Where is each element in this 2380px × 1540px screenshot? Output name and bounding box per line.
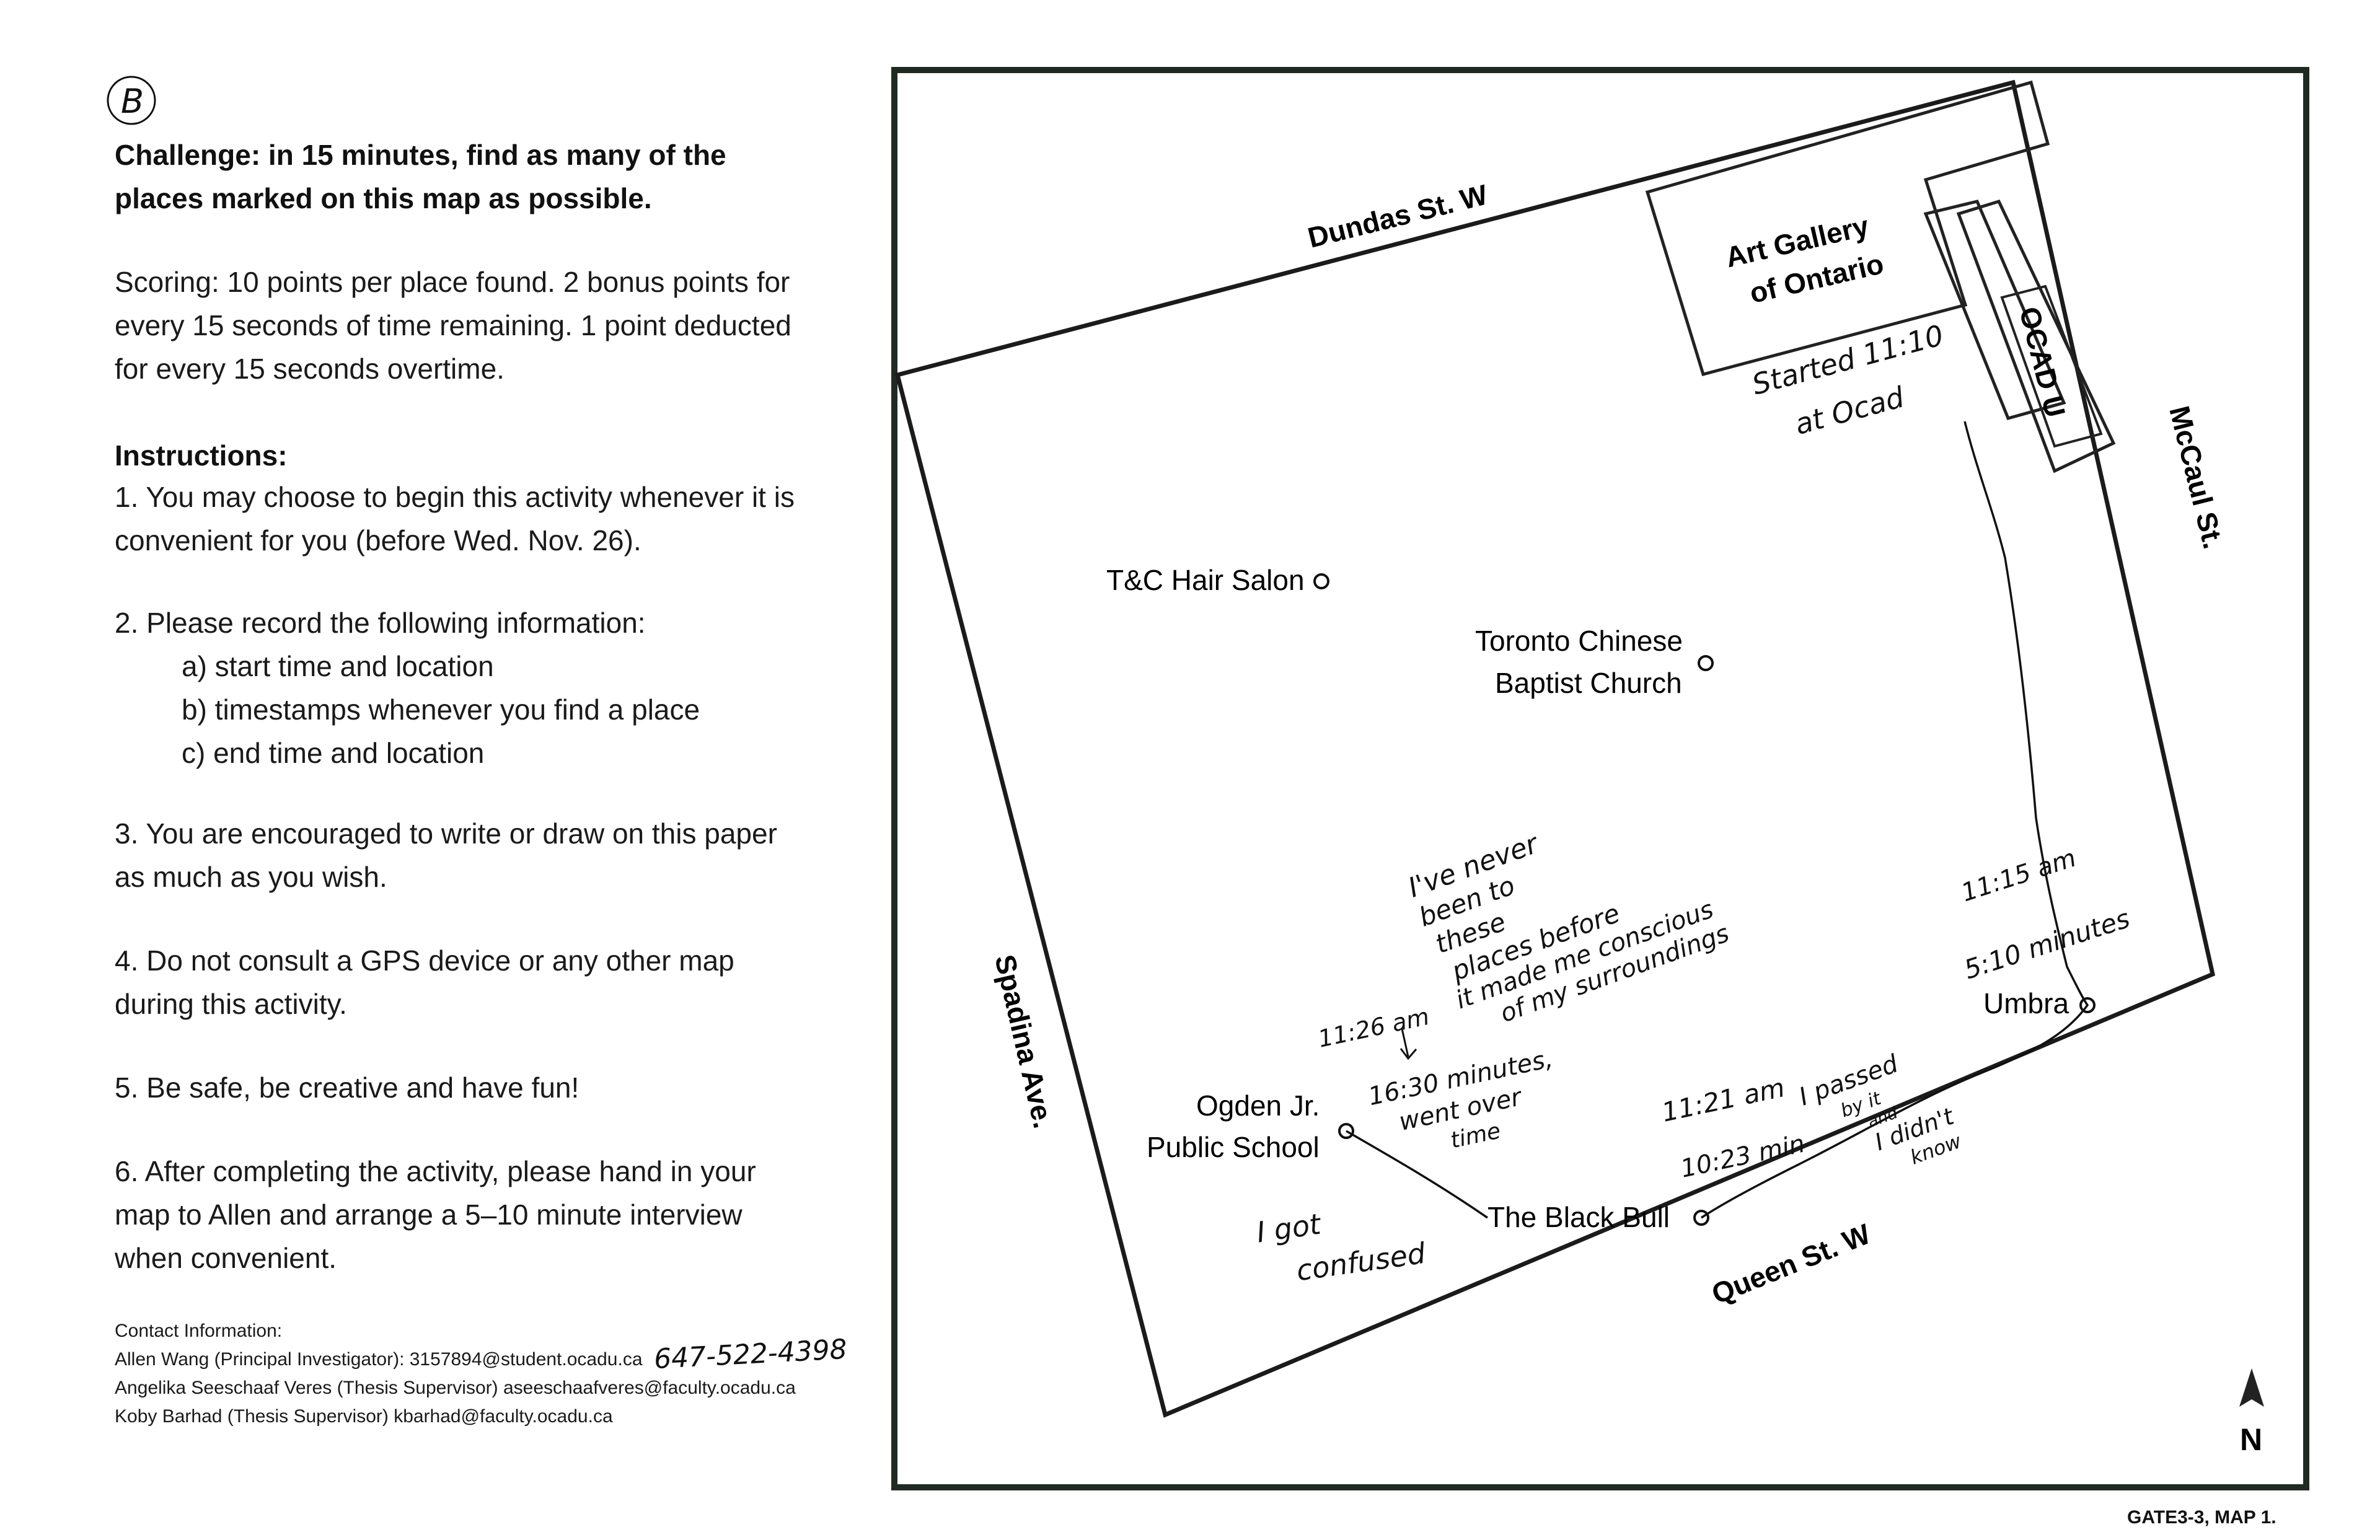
note-never-line-4: places before	[1447, 898, 1624, 987]
note-overtime-line-2: went over	[1396, 1083, 1525, 1137]
note-started-line-2: at Ocad	[1791, 380, 1908, 441]
instruction-1-line-2: convenient for you (before Wed. Nov. 26)…	[115, 524, 641, 557]
contact-heading: Contact Information:	[115, 1321, 283, 1341]
marker-tcbc	[1698, 655, 1714, 671]
note-510: 5:10 minutes	[1960, 903, 2133, 985]
note-never-line-6: of my surroundings	[1497, 919, 1733, 1028]
note-never-line-2: been to	[1415, 870, 1519, 933]
ocad-label: OCAD U	[2013, 304, 2071, 421]
ocad-label-box	[2000, 284, 2103, 448]
scoring-line-3: for every 15 seconds overtime.	[115, 353, 505, 385]
note-started-line-1: Started 11:10	[1748, 318, 1947, 401]
street-dundas: Dundas St. W	[1305, 178, 1491, 253]
instruction-2-a: a) start time and location	[182, 650, 494, 682]
note-started: Started 11:10 at Ocad	[1748, 318, 1947, 441]
label-black-bull: The Black Bull	[1488, 1201, 1670, 1233]
label-tc-hair: T&C Hair Salon	[1106, 564, 1305, 596]
instructions-heading: Instructions:	[115, 439, 288, 472]
contact-line-3: Koby Barhad (Thesis Supervisor) kbarhad@…	[115, 1406, 613, 1427]
map-frame	[891, 67, 2309, 1490]
marker-ogden	[1338, 1123, 1354, 1139]
top-left-handwritten-mark: B	[107, 76, 156, 125]
scoring-line-1: Scoring: 10 points per place found. 2 bo…	[115, 266, 790, 298]
instruction-item-2: 2. Please record the following informati…	[115, 601, 700, 775]
scoring-line-2: every 15 seconds of time remaining. 1 po…	[115, 309, 791, 341]
instruction-item-1: 1. You may choose to begin this activity…	[115, 475, 795, 562]
city-block-outline	[894, 79, 2216, 1418]
instruction-2-c: c) end time and location	[182, 737, 485, 769]
handwritten-route-to-ogden	[1346, 1130, 1488, 1219]
instruction-2-b: b) timestamps whenever you find a place	[182, 693, 700, 726]
marker-umbra	[2079, 997, 2096, 1013]
note-never-line-5: it made me conscious	[1452, 895, 1717, 1014]
label-ogden-line-2: Public School	[1147, 1131, 1320, 1163]
note-never-been: I've never been to these places before i…	[1404, 827, 1733, 1028]
note-passed-line-1: I passed	[1796, 1049, 1902, 1111]
marker-black-bull	[1693, 1210, 1709, 1226]
street-mccaul: McCaul St.	[2163, 403, 2229, 552]
note-overtime-line-3: time	[1448, 1118, 1503, 1153]
note-confused-line-2: confused	[1294, 1236, 1428, 1288]
note-passed-line-3: and	[1866, 1104, 1901, 1132]
ago-building	[1645, 80, 2050, 377]
ocad-inner-building	[1956, 199, 2116, 473]
label-ogden-line-1: Ogden Jr.	[1196, 1089, 1320, 1122]
instruction-4-line-1: 4. Do not consult a GPS device or any ot…	[115, 944, 734, 977]
label-tcbc-line-1: Toronto Chinese	[1475, 625, 1683, 657]
note-passed: I passed by it and I didn't know	[1796, 1049, 1965, 1169]
note-passed-line-2: by it	[1838, 1088, 1885, 1122]
instruction-2-line-1: 2. Please record the following informati…	[115, 607, 646, 639]
instruction-3-line-1: 3. You are encouraged to write or draw o…	[115, 817, 777, 850]
instruction-item-4: 4. Do not consult a GPS device or any ot…	[115, 939, 734, 1026]
note-passed-line-4: I didn't	[1871, 1102, 1959, 1156]
handwritten-arrow	[1399, 1028, 1417, 1060]
instruction-item-5: 5. Be safe, be creative and have fun!	[115, 1071, 580, 1104]
instruction-6-line-3: when convenient.	[115, 1242, 337, 1274]
challenge-line-2: places marked on this map as possible.	[115, 182, 652, 214]
instruction-4-line-2: during this activity.	[115, 988, 347, 1020]
ago-label-line-1: Art Gallery	[1722, 209, 1872, 274]
contact-line-2: Angelika Seeschaaf Veres (Thesis Supervi…	[115, 1378, 796, 1398]
street-spadina: Spadina Ave.	[989, 952, 1060, 1132]
note-overtime: 16:30 minutes, went over time	[1366, 1044, 1556, 1153]
instruction-3-line-2: as much as you wish.	[115, 861, 387, 893]
instruction-6-line-2: map to Allen and arrange a 5–10 minute i…	[115, 1199, 743, 1231]
note-1023: 10:23 min	[1678, 1129, 1808, 1183]
ocad-outer-building	[1923, 200, 2066, 421]
top-mark-letter: B	[121, 82, 144, 121]
document-code: GATE3-3, MAP 1.	[2127, 1507, 2276, 1528]
scoring-text: Scoring: 10 points per place found. 2 bo…	[115, 260, 791, 390]
label-umbra: Umbra	[1983, 987, 2069, 1019]
instruction-1-line-1: 1. You may choose to begin this activity…	[115, 481, 795, 513]
note-passed-line-5: know	[1907, 1129, 1965, 1169]
north-arrow-icon	[2239, 1368, 2264, 1407]
challenge-line-1: Challenge: in 15 minutes, find as many o…	[115, 139, 726, 171]
instruction-item-6: 6. After completing the activity, please…	[115, 1150, 756, 1280]
instruction-item-3: 3. You are encouraged to write or draw o…	[115, 812, 777, 899]
ago-label-line-2: of Ontario	[1747, 247, 1887, 309]
handwritten-route	[1701, 421, 2089, 1219]
ago-label: Art Gallery of Ontario	[1722, 209, 1887, 309]
challenge-heading: Challenge: in 15 minutes, find as many o…	[115, 133, 858, 220]
note-confused: I got confused	[1254, 1207, 1428, 1288]
street-queen: Queen St. W	[1707, 1217, 1875, 1310]
contact-information: Contact Information: Allen Wang (Princip…	[115, 1317, 796, 1431]
note-never-line-1: I've never	[1404, 827, 1543, 904]
label-tcbc-line-2: Baptist Church	[1495, 667, 1682, 699]
contact-line-1: Allen Wang (Principal Investigator): 315…	[115, 1349, 643, 1370]
instruction-6-line-1: 6. After completing the activity, please…	[115, 1155, 756, 1187]
marker-tc-hair	[1313, 573, 1329, 589]
north-label: N	[2240, 1422, 2262, 1457]
note-1126: 11:26 am	[1316, 1003, 1432, 1053]
note-confused-line-1: I got	[1254, 1207, 1324, 1249]
note-never-line-3: these	[1431, 906, 1509, 959]
note-1115: 11:15 am	[1958, 844, 2079, 908]
note-overtime-line-1: 16:30 minutes,	[1366, 1044, 1556, 1111]
note-1121: 11:21 am	[1659, 1072, 1787, 1128]
